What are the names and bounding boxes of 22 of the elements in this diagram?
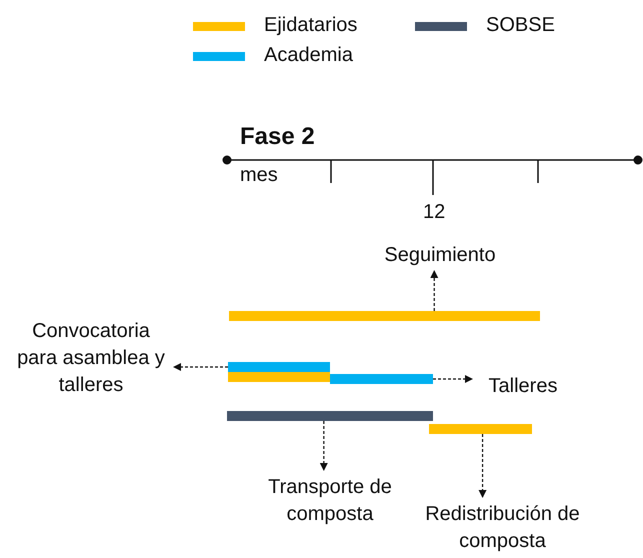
leader-arrow xyxy=(320,421,328,471)
activity-label: Talleres xyxy=(478,373,568,400)
tick-label: 12 xyxy=(423,200,446,225)
activity-label: Seguimiento xyxy=(370,242,510,269)
activity-label: Convocatoria para asamblea y talleres xyxy=(16,318,166,399)
legend-label: Ejidatarios xyxy=(264,13,358,38)
gantt-bar xyxy=(228,372,330,382)
legend-label: Academia xyxy=(264,43,353,68)
gantt-bar xyxy=(227,411,433,421)
gantt-bar xyxy=(228,362,330,372)
leader-arrow xyxy=(430,270,438,311)
gantt-bar xyxy=(429,424,532,434)
phase-title: Fase 2 xyxy=(240,124,315,150)
gantt-bar xyxy=(330,374,433,384)
leader-arrow xyxy=(433,375,473,383)
axis-unit-label: mes xyxy=(240,163,278,188)
leader-arrow xyxy=(173,363,228,371)
activity-label: Redistribución de composta xyxy=(415,501,590,555)
activity-label: Transporte de composta xyxy=(245,474,415,528)
legend-label: SOBSE xyxy=(486,13,555,38)
gantt-bar xyxy=(229,311,540,321)
leader-arrow xyxy=(478,434,487,498)
